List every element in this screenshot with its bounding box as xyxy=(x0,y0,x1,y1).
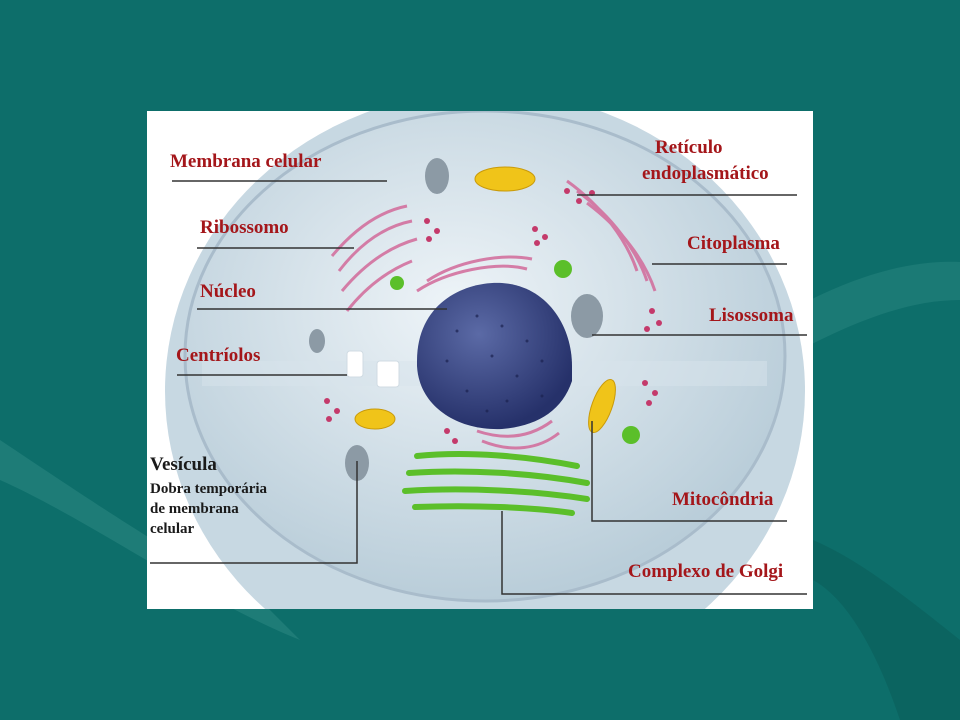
label-centriolos: Centríolos xyxy=(176,345,261,366)
endoplasmic-reticulum xyxy=(330,179,657,450)
label-lisossoma: Lisossoma xyxy=(709,305,794,326)
label-vesicula-desc-1: Dobra temporária xyxy=(150,481,268,497)
label-citoplasma: Citoplasma xyxy=(687,233,780,254)
label-nucleo: Núcleo xyxy=(200,281,256,302)
label-mitocondria: Mitocôndria xyxy=(672,489,774,510)
animal-cell-illustration xyxy=(150,111,807,609)
cell-diagram-panel: Membrana celular Ribossomo Núcleo Centrí… xyxy=(147,111,813,609)
label-membrana: Membrana celular xyxy=(170,151,322,172)
label-ribossomo: Ribossomo xyxy=(200,217,289,238)
nucleus xyxy=(417,282,572,430)
label-vesicula-desc-3: celular xyxy=(150,521,195,537)
ribosomes xyxy=(324,188,662,444)
label-reticulo-2: endoplasmático xyxy=(642,163,769,184)
golgi-apparatus xyxy=(402,451,590,516)
green-vesicles xyxy=(390,260,640,444)
lysosomes xyxy=(309,158,603,481)
label-vesicula: Vesícula xyxy=(150,454,217,475)
label-golgi: Complexo de Golgi xyxy=(628,561,784,582)
mitochondria xyxy=(354,166,616,434)
centrioles xyxy=(346,350,400,388)
label-vesicula-desc-2: de membrana xyxy=(150,501,239,517)
label-reticulo-1: Retículo xyxy=(655,137,723,158)
